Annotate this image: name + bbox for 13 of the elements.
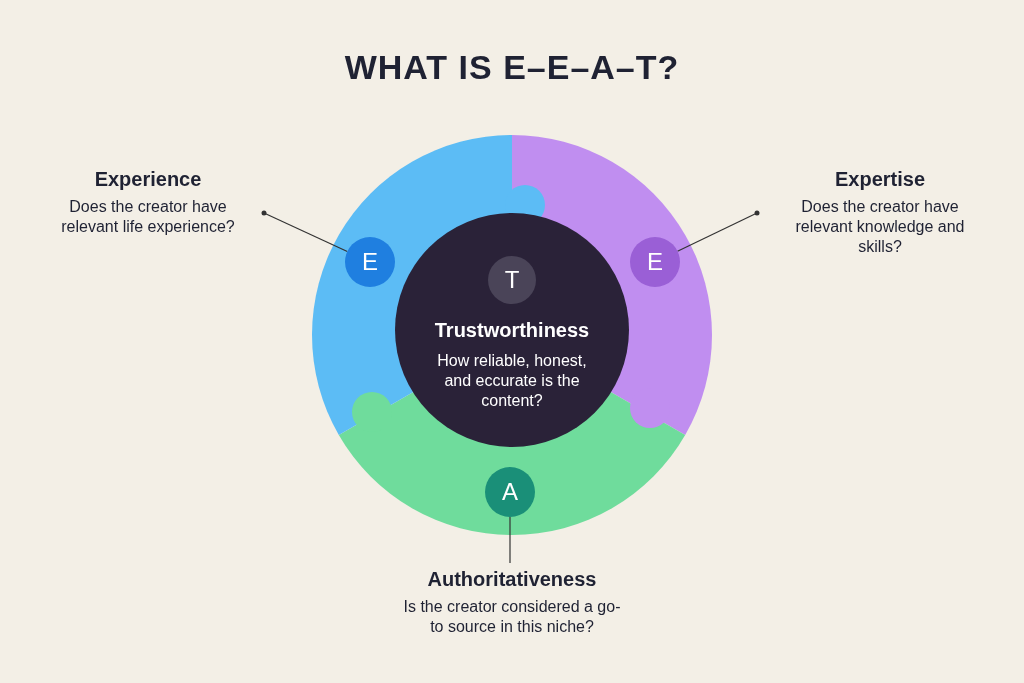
description: Does the creator have relevant knowledge and skills? — [794, 197, 966, 257]
leader-line — [261, 210, 348, 253]
description: Does the creator have relevant life experience? — [60, 197, 236, 237]
description: Is the creator considered a go-to source in this niche? — [402, 597, 622, 637]
heading: Trustworthiness — [433, 319, 591, 342]
letter-badge: T — [488, 256, 536, 304]
leader-line — [676, 210, 760, 252]
description: How reliable, honest, and eccurate is the content? — [436, 351, 588, 411]
heading: Expertise — [834, 168, 926, 191]
heading: Experience — [94, 168, 202, 191]
heading: Authoritativeness — [427, 568, 597, 591]
leader-line — [509, 516, 511, 564]
title: WHAT IS E–E–A–T? — [344, 48, 680, 87]
